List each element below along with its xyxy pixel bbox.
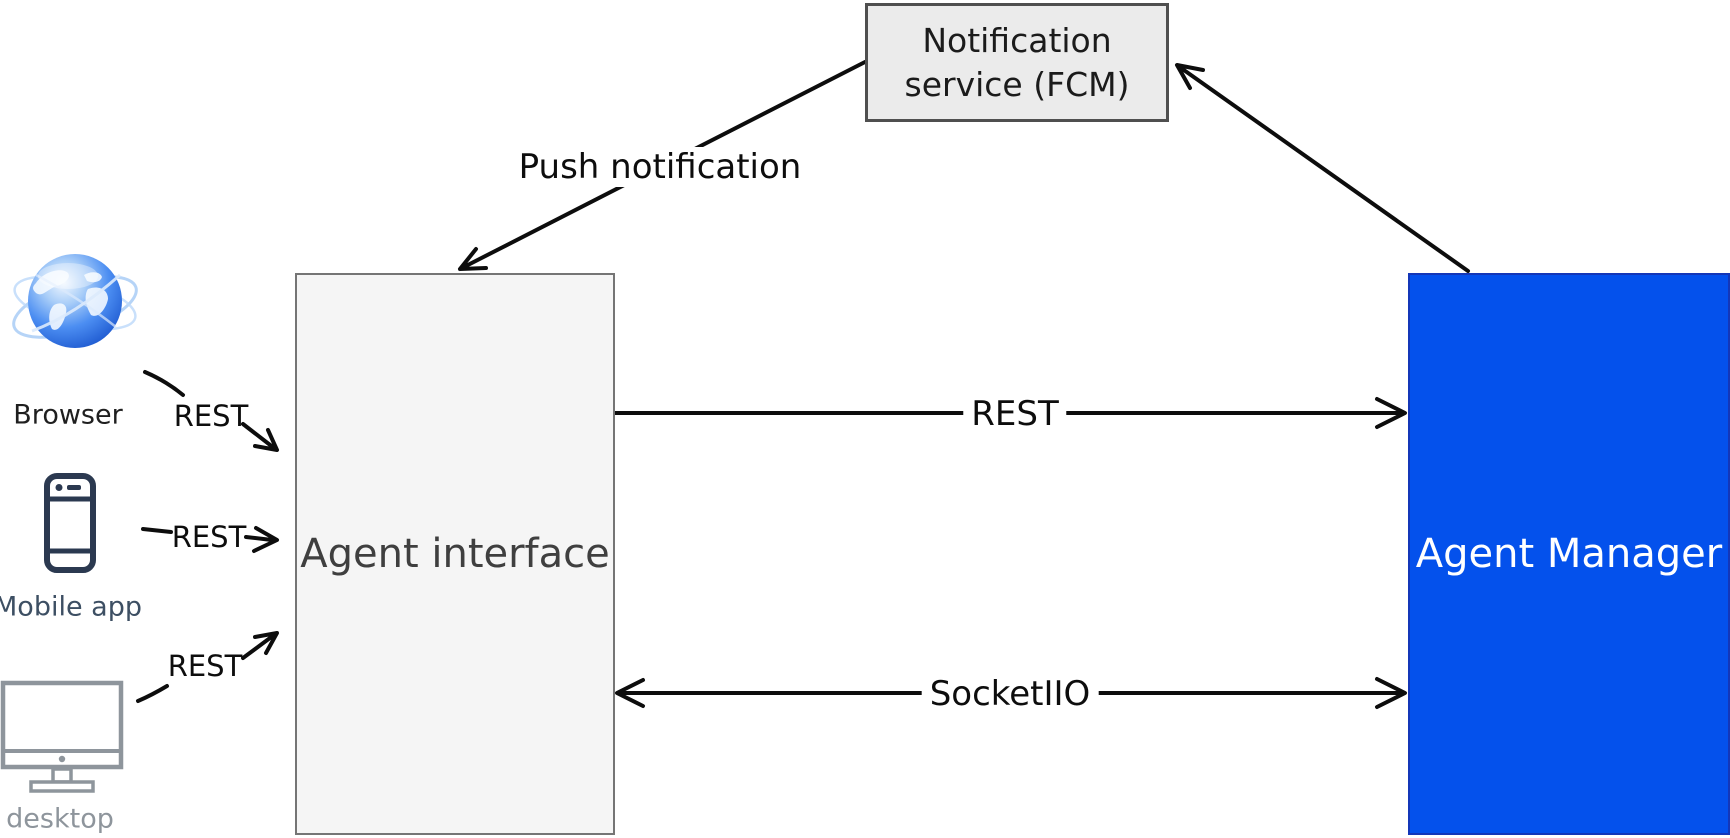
- browser-rest-label: REST: [173, 399, 249, 433]
- mobile-rest-line: [141, 527, 173, 534]
- desktop-monitor-icon: [0, 680, 124, 793]
- rest-main-label: REST: [963, 394, 1067, 434]
- agent-manager-box: Agent Manager: [1408, 273, 1730, 835]
- socketio-label: SocketIIO: [921, 674, 1099, 714]
- agent-manager-label: Agent Manager: [1415, 531, 1723, 577]
- notification-service-box: Notification service (FCM): [865, 3, 1169, 122]
- globe-icon: [12, 254, 138, 348]
- smartphone-icon: [44, 473, 96, 573]
- browser-rest-arrow: [241, 422, 279, 452]
- notification-service-label-line1: Notification: [922, 20, 1112, 60]
- mobile-rest-label: REST: [171, 520, 247, 554]
- push-notification-label: Push notification: [510, 147, 810, 187]
- browser-rest-line: [143, 370, 185, 397]
- desktop-label: desktop: [6, 803, 114, 835]
- mobile-rest-arrow: [244, 526, 279, 553]
- desktop-rest-label: REST: [167, 649, 243, 683]
- manager-to-fcm-arrow: [1175, 63, 1470, 273]
- mobile-app-label: Mobile app: [0, 591, 142, 623]
- desktop-rest-line: [136, 684, 169, 703]
- desktop-rest-arrow: [241, 631, 279, 660]
- browser-label: Browser: [13, 399, 123, 431]
- agent-interface-box: Agent interface: [295, 273, 615, 835]
- notification-service-label-line2: service (FCM): [904, 64, 1130, 104]
- agent-interface-label: Agent interface: [300, 531, 610, 577]
